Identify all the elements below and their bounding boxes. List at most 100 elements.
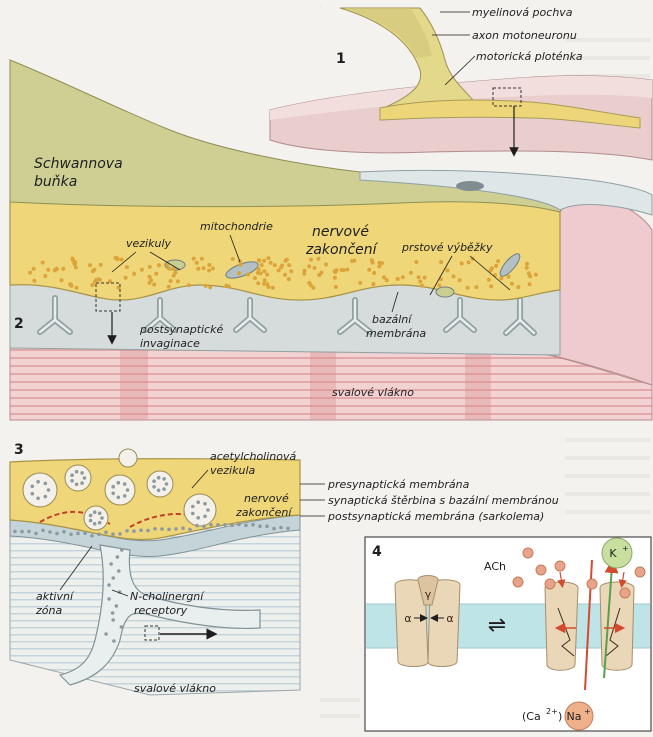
label-mitochondria: mitochondrie [200, 220, 273, 233]
receptor-dot [167, 528, 171, 532]
vesicle-dot [152, 283, 156, 287]
acetylcholine-vesicle [184, 494, 216, 526]
muscle-band-b [310, 347, 336, 420]
ach-molecule-dot [36, 480, 40, 484]
ach-molecule-dot [203, 515, 207, 519]
receptor-dot [41, 529, 45, 533]
vesicle-dot [88, 263, 92, 267]
vesicle-dot [311, 286, 315, 290]
vesicle-dot [333, 276, 337, 280]
panel-number-2: 2 [14, 316, 24, 332]
label-axon: axon motoneuronu [472, 29, 577, 42]
vesicle-dot [28, 271, 32, 275]
vesicle-dot [202, 266, 206, 270]
receptor-dot [62, 530, 66, 534]
vesicle-dot [73, 260, 77, 264]
label-terminal-detail-line2: zakončení [235, 506, 293, 519]
vesicle-dot [97, 277, 101, 281]
schwann-nucleus [456, 181, 484, 191]
subunit-alpha-left-label: α [404, 612, 411, 625]
ach-molecule-dot [44, 482, 48, 486]
receptor-dot [109, 562, 113, 566]
label-postsynaptic-membrane: postsynaptická membrána (sarkolema) [327, 510, 544, 523]
vesicle-dot [277, 268, 281, 272]
receptor-dot [107, 583, 111, 587]
vesicle-dot [350, 259, 354, 263]
panel-number-3: 3 [14, 442, 24, 458]
vesicle-dot [516, 285, 520, 289]
vesicle-dot [420, 284, 424, 288]
label-basal-line1: bazální [372, 313, 413, 326]
vesicle-dot [91, 283, 95, 287]
ach-ball [545, 579, 555, 589]
vesicle-dot [367, 268, 371, 272]
vesicle-dot [115, 256, 119, 260]
vesicle-dot [385, 278, 389, 282]
ach-ball [587, 579, 597, 589]
acetylcholine-vesicle [147, 471, 173, 497]
ach-ball [635, 567, 645, 577]
receptor-dot [104, 632, 108, 636]
receptor-dot [76, 532, 80, 536]
ach-molecule-dot [123, 494, 127, 498]
ach-molecule-dot [44, 495, 48, 499]
ach-ball [536, 565, 546, 575]
receptor-dot [202, 525, 206, 529]
label-ach-vesicle-line2: vezikula [210, 464, 256, 477]
vesicle-dot [68, 282, 72, 286]
ach-molecule-dot [196, 516, 200, 520]
vesicle-dot [340, 268, 344, 272]
vesicle-dot [265, 273, 269, 277]
receptor-dot [112, 576, 116, 580]
vesicle-dot [157, 263, 161, 267]
receptor-dot [216, 523, 220, 527]
receptor-dot [117, 569, 121, 573]
vesicle-dot [260, 263, 264, 267]
vesicle-dot [46, 268, 50, 272]
vesicle-dot [266, 285, 270, 289]
vesicle-dot [414, 260, 418, 264]
vesicle-dot [61, 267, 65, 271]
vesicle-dot [204, 284, 208, 288]
vesicle-dot [452, 274, 456, 278]
receptor-dot [69, 533, 73, 537]
ach-molecule-dot [123, 482, 127, 486]
vesicle-dot [266, 256, 270, 260]
label-schwann-line2: buňka [34, 174, 77, 190]
ach-molecule-dot [89, 519, 93, 523]
vesicle-dot [207, 263, 211, 267]
label-k-charge: + [622, 544, 629, 553]
vesicle-dot [401, 275, 405, 279]
receptor-dot [174, 527, 178, 531]
ach-molecule-dot [80, 481, 84, 485]
label-ach: ACh [484, 560, 506, 573]
receptor-dot [258, 524, 262, 528]
receptor-dot [115, 604, 119, 608]
ach-molecule-dot [93, 510, 97, 514]
receptor-dot [286, 527, 290, 531]
vesicle-dot [43, 274, 47, 278]
ach-molecule-dot [152, 479, 156, 483]
ach-molecule-dot [117, 481, 121, 485]
receptor-dot [153, 527, 157, 531]
vesicle-dot [418, 280, 422, 284]
vesicle-dot [211, 267, 215, 271]
vesicle-dot [165, 263, 169, 267]
vesicle-dot [196, 267, 200, 271]
receptor-dot [116, 555, 120, 559]
vesicle-dot [358, 281, 362, 285]
vesicle-dot [309, 258, 313, 262]
vesicle-dot [200, 257, 204, 261]
vesicle-dot [207, 269, 211, 273]
vesicle-dot [256, 271, 260, 275]
vesicle-dot [269, 261, 273, 265]
acetylcholine-vesicle [84, 506, 108, 530]
vesicle-dot [239, 263, 243, 267]
receptor-dot [104, 531, 108, 535]
label-k-ion: K [609, 547, 617, 560]
vesicle-dot [125, 265, 129, 269]
vesicle-dot [494, 264, 498, 268]
vesicle-dot [371, 261, 375, 265]
ach-molecule-dot [100, 516, 104, 520]
ach-molecule-dot [157, 489, 161, 493]
